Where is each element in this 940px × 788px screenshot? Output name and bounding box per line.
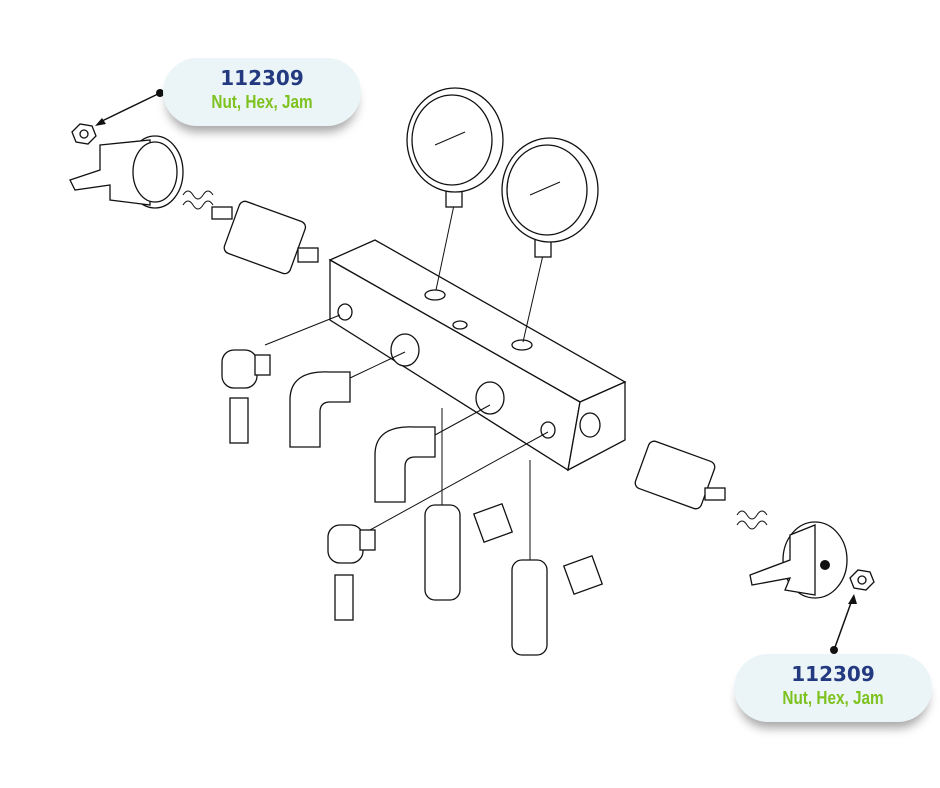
left-valve-cartridge <box>211 200 319 275</box>
pressure-gauge-1 <box>406 87 504 291</box>
right-valve-handle <box>749 521 848 599</box>
callout-leader-left <box>95 89 164 126</box>
tee-fitting-bottom-left <box>327 431 549 621</box>
tee-fitting-left <box>221 349 271 444</box>
sensor-fitting-2 <box>511 460 604 656</box>
part-callout-top-left: 112309 Nut, Hex, Jam <box>163 58 361 126</box>
part-number: 112309 <box>791 662 875 686</box>
left-spring <box>182 190 214 210</box>
right-spring <box>736 510 768 530</box>
pressure-gauge-2 <box>501 137 599 343</box>
sensor-fitting-1 <box>424 408 514 601</box>
left-valve-handle <box>69 135 184 209</box>
part-callout-bottom-right: 112309 Nut, Hex, Jam <box>734 654 932 722</box>
elbow-fitting-2 <box>374 404 491 503</box>
part-description: Nut, Hex, Jam <box>782 688 884 708</box>
part-description: Nut, Hex, Jam <box>211 92 313 112</box>
left-jam-nut <box>71 123 97 145</box>
right-valve-cartridge <box>634 440 726 510</box>
manifold-block <box>328 239 627 472</box>
callout-leader-right <box>830 594 857 654</box>
elbow-fitting-1 <box>289 351 406 448</box>
part-number: 112309 <box>220 66 304 90</box>
right-jam-nut <box>849 569 875 591</box>
